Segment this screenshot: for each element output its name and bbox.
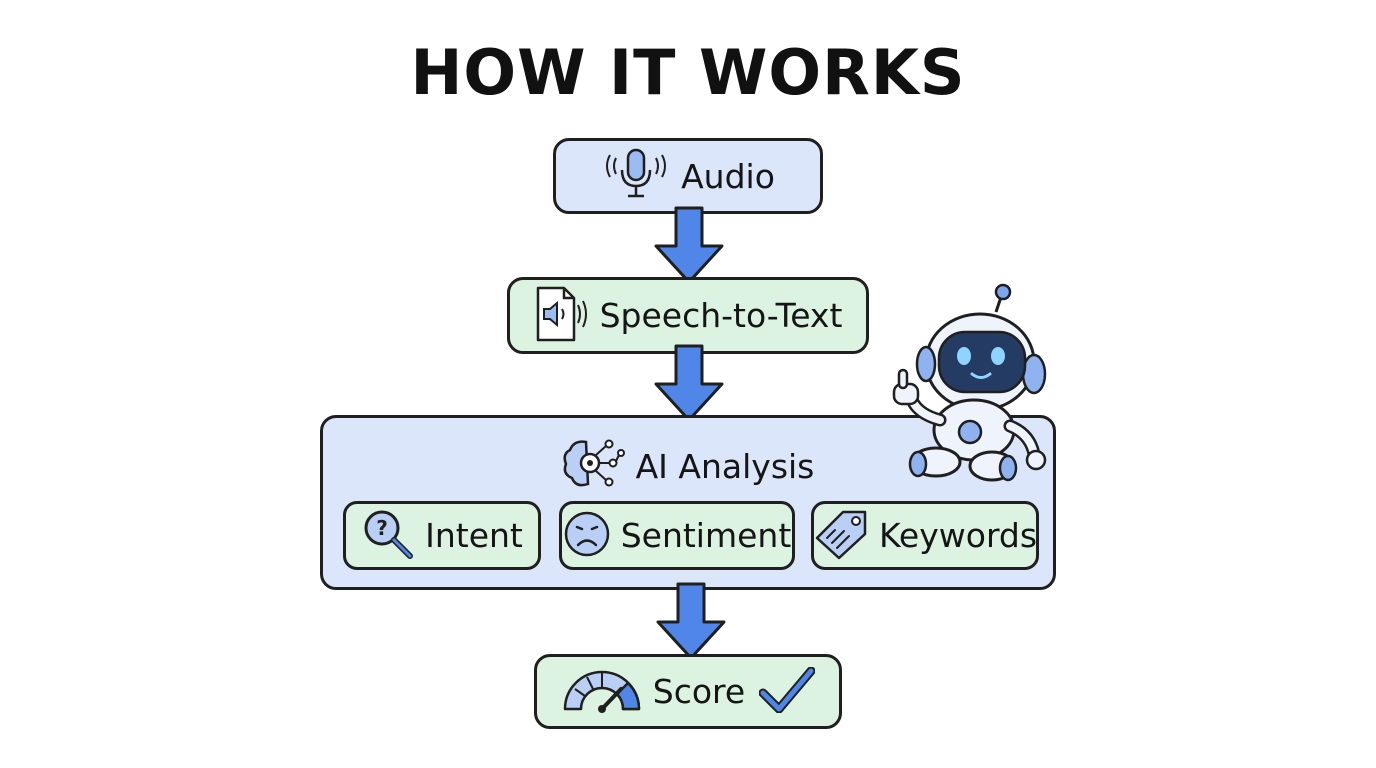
ai-analysis-header: AI Analysis (323, 438, 1053, 494)
sad-face-icon (563, 510, 611, 562)
keywords-label: Keywords (878, 516, 1038, 555)
speech-to-text-step: Speech-to-Text (507, 277, 869, 354)
gauge-icon (561, 667, 643, 717)
microphone-icon (601, 148, 671, 204)
score-label: Score (652, 672, 746, 711)
audio-step: Audio (553, 138, 823, 214)
magnifier-question-icon: ? (361, 507, 415, 565)
ai-analysis-step: AI Analysis ? Intent Sentiment (320, 415, 1056, 590)
arrow-down-icon (654, 206, 724, 284)
tag-icon (813, 508, 869, 564)
brain-gear-icon (562, 438, 626, 494)
score-step: Score (534, 654, 842, 729)
arrow-down-icon (654, 344, 724, 422)
intent-substep: ? Intent (343, 501, 541, 570)
keywords-substep: Keywords (811, 501, 1039, 570)
audio-file-icon (534, 285, 590, 347)
checkmark-icon (758, 666, 816, 717)
speech-to-text-label: Speech-to-Text (599, 296, 843, 335)
ai-analysis-label: AI Analysis (635, 446, 815, 486)
svg-text:?: ? (376, 516, 388, 540)
sentiment-substep: Sentiment (559, 501, 795, 570)
sentiment-label: Sentiment (620, 516, 792, 555)
arrow-down-icon (656, 582, 726, 660)
audio-label: Audio (681, 156, 775, 196)
intent-label: Intent (425, 516, 523, 555)
robot-mascot-icon (892, 283, 1047, 482)
page-title: HOW IT WORKS (410, 36, 966, 109)
